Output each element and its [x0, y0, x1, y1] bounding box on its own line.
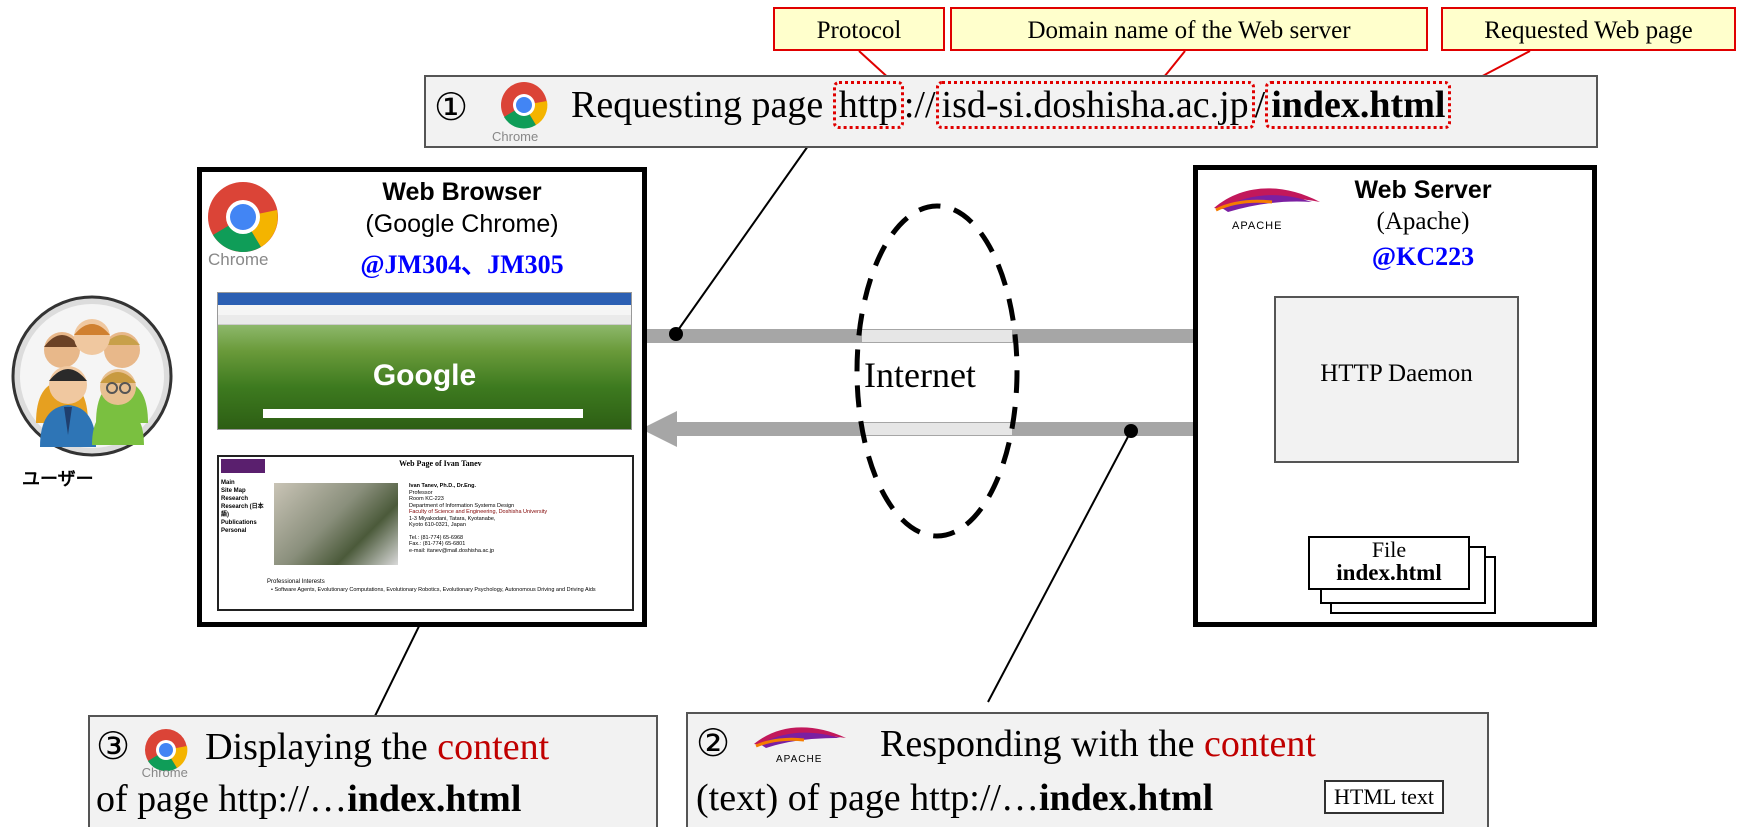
- chrome-icon: Chrome: [206, 180, 280, 270]
- profile-line: Professor: [409, 489, 433, 496]
- profile-photo: [274, 483, 398, 565]
- nav-item: Publications: [221, 520, 257, 526]
- url-domain: isd-si.doshisha.ac.jp: [935, 81, 1255, 129]
- chrome-icon: Chrome: [140, 728, 196, 780]
- server-subtitle: (Apache): [1376, 208, 1470, 235]
- chrome-icon-label: Chrome: [492, 129, 539, 144]
- callout-page: Requested Web page: [1441, 7, 1736, 51]
- http-daemon-box: HTTP Daemon: [1274, 296, 1519, 463]
- profile-line: e-mail: itanev@mail.doshisha.ac.jp: [409, 547, 495, 554]
- browser-title: Web Browser: [382, 178, 542, 206]
- leader-respond: [987, 430, 1132, 703]
- request-url-line: Requesting page http://isd-si.doshisha.a…: [571, 81, 1452, 129]
- callout-domain: Domain name of the Web server: [950, 7, 1428, 51]
- university-logo: [221, 459, 265, 473]
- url-sep2: /: [1254, 84, 1266, 126]
- leader-request-dot: [669, 327, 683, 341]
- profile-line: 1-3 Miyakodani, Tatara, Kyotanabe,: [409, 515, 496, 522]
- http-daemon-label: HTTP Daemon: [1320, 360, 1473, 387]
- profile-line: Department of Information Systems Design: [409, 502, 515, 509]
- browser-panel: Chrome Web Browser (Google Chrome) @JM30…: [197, 167, 647, 627]
- google-search-box: [263, 409, 583, 418]
- display-text-a: Displaying the: [205, 726, 438, 768]
- respond-line1: ②: [696, 720, 730, 768]
- url-sep1: ://: [903, 84, 936, 126]
- response-arrow-head: [641, 411, 677, 447]
- profile-line: Tel.: (81-774) 65-6968: [409, 534, 464, 541]
- profile-line: Room KC-223: [409, 496, 444, 502]
- display-text-c: of page http://…: [96, 778, 348, 820]
- browser-location: @JM304、JM305: [360, 250, 564, 279]
- page-nav: Main Site Map Research Research (日本語) Pu…: [221, 479, 266, 535]
- display-content-word: content: [437, 726, 550, 768]
- url-protocol: http: [832, 81, 904, 129]
- request-box: ① Chrome Requesting page http://isd-si.d…: [424, 75, 1598, 148]
- file-label: File: [1371, 537, 1407, 562]
- apache-label: APACHE: [776, 754, 823, 765]
- browser-screenshot-google: Google: [217, 292, 632, 430]
- apache-label: APACHE: [1232, 220, 1283, 232]
- nav-item: Main: [221, 480, 235, 486]
- display-line1: ③ Chrome Displaying the content: [96, 723, 550, 780]
- respond-content-word: content: [1204, 723, 1316, 765]
- html-text-tag: HTML text: [1324, 780, 1444, 814]
- respond-step-number: ②: [696, 723, 731, 765]
- browser-screenshot-page: Web Page of Ivan Tanev Main Site Map Res…: [217, 455, 634, 611]
- file-document: File index.html: [1308, 536, 1470, 590]
- nav-item: Site Map: [221, 488, 246, 494]
- profile-info: Ivan Tanev, Ph.D., Dr.Eng. Professor Roo…: [409, 483, 629, 554]
- user-label: ユーザー: [22, 469, 94, 489]
- chrome-icon: Chrome: [492, 81, 556, 145]
- leader-request: [675, 145, 809, 334]
- display-line2: of page http://…index.html: [96, 775, 521, 823]
- request-step-number: ①: [434, 87, 469, 129]
- browser-toolbar: [218, 305, 631, 315]
- browser-subtitle: (Google Chrome): [365, 210, 559, 238]
- file-name: index.html: [1336, 560, 1442, 585]
- interests-line: • Software Agents, Evolutionary Computat…: [271, 587, 596, 593]
- nav-item: Personal: [221, 528, 247, 534]
- chrome-icon-label: Chrome: [208, 250, 269, 269]
- profile-line: Kyoto 610-0321, Japan: [409, 522, 466, 528]
- respond-line1-text: Responding with the content: [880, 720, 1316, 768]
- request-text: Requesting page: [571, 84, 824, 126]
- respond-text-c: (text) of page http://…: [696, 777, 1039, 819]
- respond-line2: (text) of page http://…index.html: [696, 774, 1213, 822]
- google-logo: Google: [372, 359, 477, 392]
- apache-feather-icon: APACHE: [752, 720, 852, 770]
- interests-title: Professional Interests: [267, 579, 325, 585]
- display-page-name: index.html: [347, 778, 522, 820]
- internet-label: Internet: [862, 354, 978, 396]
- profile-name: Ivan Tanev, Ph.D., Dr.Eng.: [409, 483, 477, 489]
- page-heading: Web Page of Ivan Tanev: [399, 459, 482, 468]
- internet-cloud: [854, 203, 1020, 539]
- browser-tabbar: [218, 293, 631, 305]
- profile-line: Faculty of Science and Engineering, Dosh…: [409, 509, 548, 515]
- respond-page-name: index.html: [1038, 777, 1214, 819]
- internet-band-top: [862, 330, 1012, 342]
- nav-item: Research: [221, 496, 249, 502]
- profile-line: Fax.: (81-774) 65-6801: [409, 541, 466, 547]
- server-location: @KC223: [1371, 242, 1475, 271]
- display-step-number: ③: [96, 726, 131, 768]
- callout-protocol: Protocol: [773, 7, 945, 51]
- wheat-field: Google: [218, 325, 631, 429]
- apache-feather-icon: APACHE: [1212, 180, 1322, 240]
- respond-text-a: Responding with the: [880, 723, 1205, 765]
- server-title: Web Server: [1354, 176, 1492, 204]
- respond-box: ② APACHE Responding with the content (te…: [686, 712, 1489, 827]
- internet-band-bottom: [862, 423, 1012, 435]
- nav-item: Research (日本語): [221, 504, 264, 518]
- url-page: index.html: [1265, 81, 1452, 129]
- chrome-icon-label: Chrome: [141, 765, 188, 781]
- display-box: ③ Chrome Displaying the content of page …: [88, 715, 658, 827]
- browser-bookmarks: [218, 315, 631, 325]
- users-group-icon: [10, 295, 175, 457]
- leader-respond-dot: [1124, 424, 1138, 438]
